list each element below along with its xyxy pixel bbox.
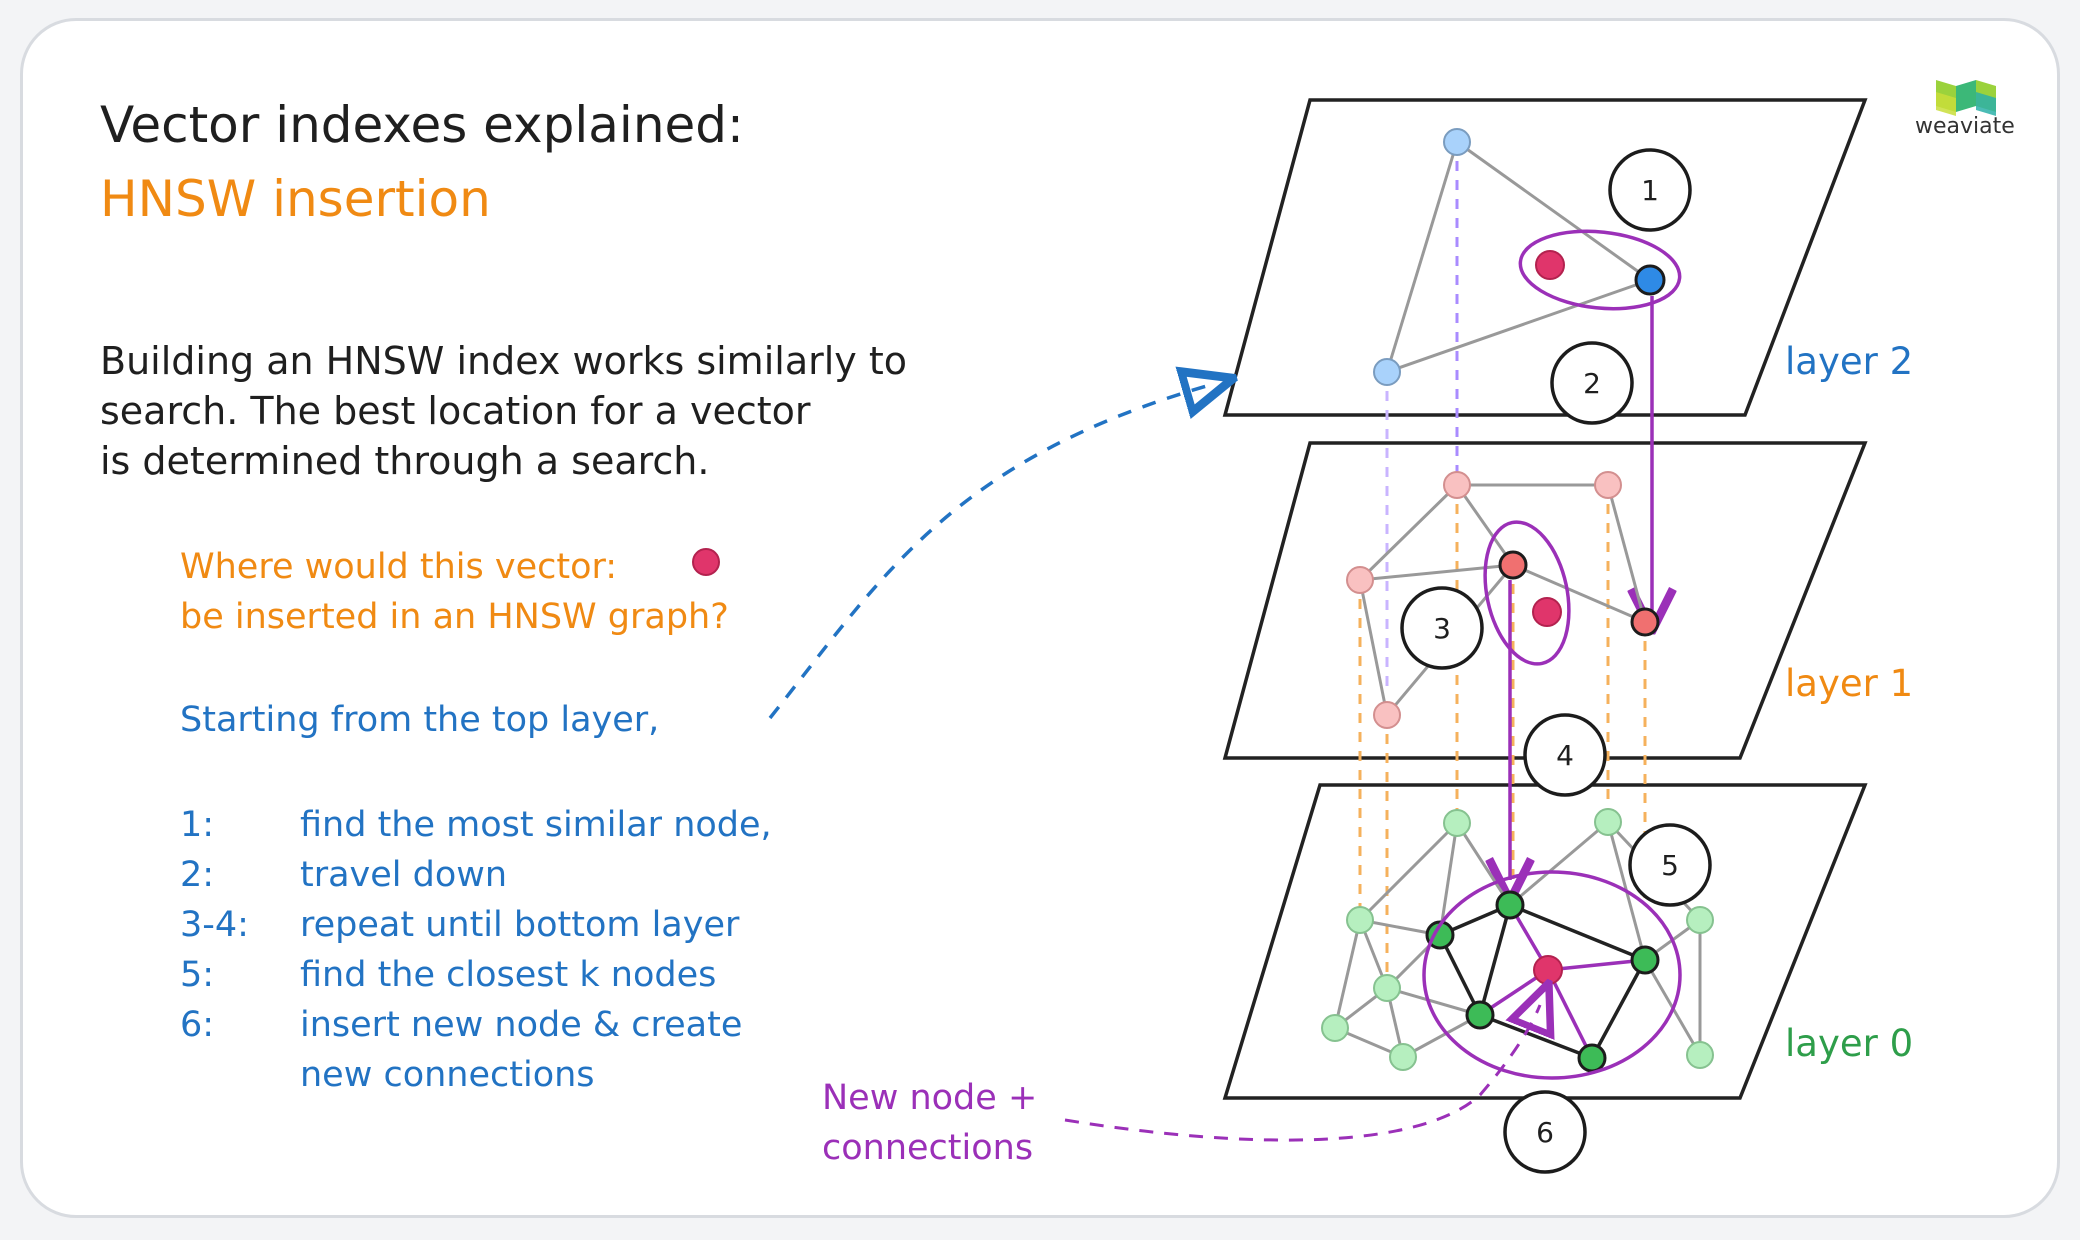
layer-1-node bbox=[1594, 471, 1622, 499]
inserted-node bbox=[1533, 955, 1563, 985]
step-marker-label: 3 bbox=[1433, 612, 1451, 645]
start-text: Starting from the top layer, bbox=[180, 700, 660, 740]
start-arrow bbox=[768, 385, 1210, 720]
step-item: new connections bbox=[180, 1050, 772, 1100]
step-marker-label: 2 bbox=[1583, 367, 1601, 400]
step-text: find the closest k nodes bbox=[300, 955, 717, 995]
intro-line: Building an HNSW index works similarly t… bbox=[100, 339, 907, 383]
nearest-node bbox=[1425, 920, 1455, 950]
step-item: 6: insert new node & create bbox=[180, 1000, 772, 1050]
layer-1-node bbox=[1346, 566, 1374, 594]
layer-1-node bbox=[1498, 550, 1528, 580]
intro-line: search. The best location for a vector bbox=[100, 389, 811, 433]
step-marker: 1 bbox=[1608, 148, 1692, 232]
step-item: 5: find the closest k nodes bbox=[180, 950, 772, 1000]
layer-0-node bbox=[1594, 808, 1622, 836]
layer-1-node bbox=[1373, 701, 1401, 729]
layer-1-label: layer 1 bbox=[1785, 662, 1914, 705]
layer-0-label: layer 0 bbox=[1785, 1022, 1914, 1065]
question-line: be inserted in an HNSW graph? bbox=[180, 597, 729, 637]
step-number: 1: bbox=[180, 805, 215, 845]
layer-2-label: layer 2 bbox=[1785, 340, 1914, 383]
page-subtitle: HNSW insertion bbox=[100, 170, 491, 228]
step-marker: 4 bbox=[1523, 713, 1607, 797]
steps-list: 1: find the most similar node, 2: travel… bbox=[180, 800, 772, 1100]
nearest-node bbox=[1630, 945, 1660, 975]
layer-0-node bbox=[1686, 906, 1714, 934]
closest-k-highlight bbox=[1422, 870, 1682, 1080]
layer-0-plane bbox=[1222, 783, 1868, 1100]
step-marker-label: 6 bbox=[1536, 1116, 1554, 1149]
page-title: Vector indexes explained: bbox=[100, 96, 744, 154]
new-node-label: New node + connections bbox=[822, 1073, 1037, 1173]
weaviate-logo-icon bbox=[1936, 80, 1996, 116]
step-text: travel down bbox=[300, 855, 508, 895]
layer-1-edges bbox=[1358, 483, 1647, 716]
nearest-node bbox=[1465, 1000, 1495, 1030]
step-marker: 5 bbox=[1628, 823, 1712, 907]
step-item: 1: find the most similar node, bbox=[180, 800, 772, 850]
nearest-node bbox=[1577, 1043, 1607, 1073]
logo-text: weaviate bbox=[1915, 114, 2015, 139]
layer-0-node bbox=[1443, 809, 1471, 837]
layer-0-node bbox=[1389, 1043, 1417, 1071]
nearest-node bbox=[1495, 890, 1525, 920]
step-text: insert new node & create bbox=[300, 1005, 743, 1045]
layer-2-node bbox=[1373, 358, 1401, 386]
new-node-arrow bbox=[1064, 1005, 1540, 1142]
intro-paragraph: Building an HNSW index works similarly t… bbox=[100, 336, 920, 486]
layer-2-node bbox=[1443, 128, 1471, 156]
query-vector-node bbox=[1535, 250, 1565, 280]
question-text: Where would this vector: be inserted in … bbox=[180, 542, 729, 642]
step-item: 2: travel down bbox=[180, 850, 772, 900]
step-marker-label: 4 bbox=[1556, 739, 1574, 772]
step-marker: 2 bbox=[1550, 341, 1634, 425]
step-item: 3-4: repeat until bottom layer bbox=[180, 900, 772, 950]
layer-2-entry-node bbox=[1634, 264, 1666, 296]
layer-0-node bbox=[1321, 1014, 1349, 1042]
layer-0-node bbox=[1346, 906, 1374, 934]
new-node-label-line: connections bbox=[822, 1128, 1034, 1168]
layer-2-edges bbox=[1385, 140, 1651, 374]
query-vector-node bbox=[1532, 597, 1562, 627]
step-text: repeat until bottom layer bbox=[300, 905, 740, 945]
layer-0-node bbox=[1686, 1041, 1714, 1069]
step-number: 6: bbox=[180, 1005, 215, 1045]
step-marker: 3 bbox=[1400, 586, 1484, 670]
step-marker-label: 1 bbox=[1641, 174, 1659, 207]
layer-0-node bbox=[1373, 974, 1401, 1002]
step-number: 2: bbox=[180, 855, 215, 895]
step-marker: 6 bbox=[1503, 1090, 1587, 1174]
step-number: 5: bbox=[180, 955, 215, 995]
query-vector-icon bbox=[692, 548, 720, 576]
step-text: find the most similar node, bbox=[300, 805, 772, 845]
step-marker-label: 5 bbox=[1661, 849, 1679, 882]
search-highlight bbox=[1518, 229, 1682, 311]
new-node-label-line: New node + bbox=[822, 1078, 1038, 1118]
step-text: new connections bbox=[300, 1055, 595, 1095]
intro-line: is determined through a search. bbox=[100, 439, 710, 483]
search-highlight bbox=[1483, 520, 1571, 666]
question-line: Where would this vector: bbox=[180, 547, 618, 587]
layer-1-node bbox=[1630, 607, 1660, 637]
layer-1-node bbox=[1443, 471, 1471, 499]
step-number: 3-4: bbox=[180, 905, 249, 945]
